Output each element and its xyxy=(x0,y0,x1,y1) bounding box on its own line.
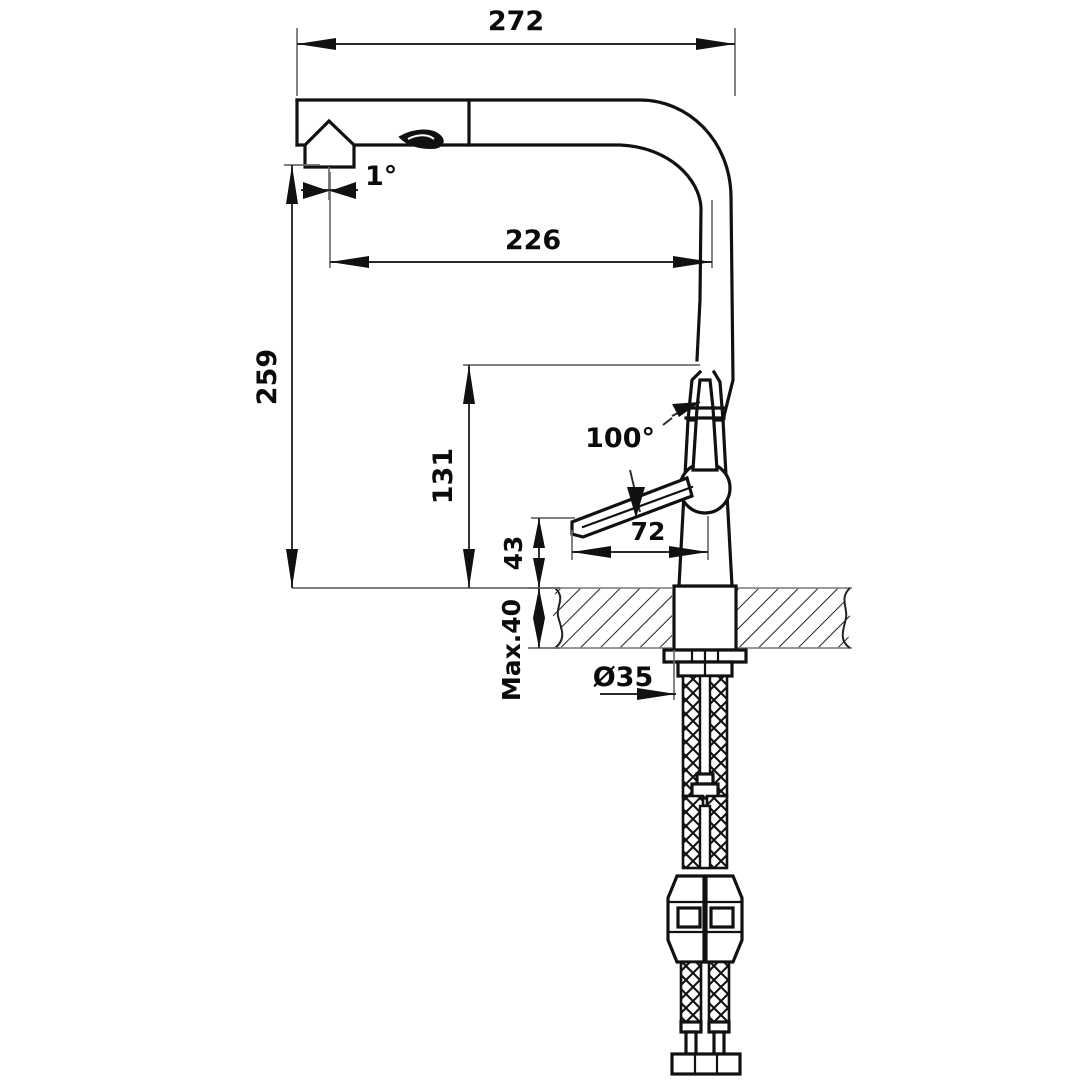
braided-hose xyxy=(681,674,729,870)
dimension-lever-height: 43 xyxy=(499,517,575,588)
counter-top xyxy=(292,587,852,649)
dimension-nozzle-angle: 1° xyxy=(301,161,397,200)
dimension-label-226: 226 xyxy=(505,225,561,256)
hose-end-fitting xyxy=(670,960,742,1076)
dimension-label-max40: Max.40 xyxy=(497,599,526,701)
dimension-lever-reach: 72 xyxy=(571,516,709,560)
dimension-label-1deg: 1° xyxy=(365,161,397,192)
dimension-label-272: 272 xyxy=(488,6,544,37)
nozzle-tip xyxy=(303,118,356,169)
dimension-label-72: 72 xyxy=(631,517,666,546)
shank xyxy=(672,584,738,652)
dimension-spout-reach: 226 xyxy=(329,172,713,268)
dimension-overall-height: 259 xyxy=(252,164,320,588)
dimension-mounting-hole: Ø35 xyxy=(593,650,676,700)
dimension-overall-width: 272 xyxy=(296,6,736,96)
fixing-nut xyxy=(662,648,748,678)
dimension-label-131: 131 xyxy=(428,448,459,504)
dimension-spout-clearance: 131 xyxy=(428,364,700,588)
dimension-label-100deg: 100° xyxy=(585,423,655,454)
dimension-max-counter-thickness: Max.40 xyxy=(497,587,560,701)
neck-and-spout xyxy=(295,98,735,422)
dimension-label-d35: Ø35 xyxy=(593,662,654,693)
dimension-label-259: 259 xyxy=(252,349,283,405)
dimension-label-43: 43 xyxy=(499,536,528,571)
pull-out-catch xyxy=(398,129,444,150)
hose-connector-block xyxy=(666,874,744,964)
dimension-lever-swing-angle: 100° xyxy=(585,401,701,518)
